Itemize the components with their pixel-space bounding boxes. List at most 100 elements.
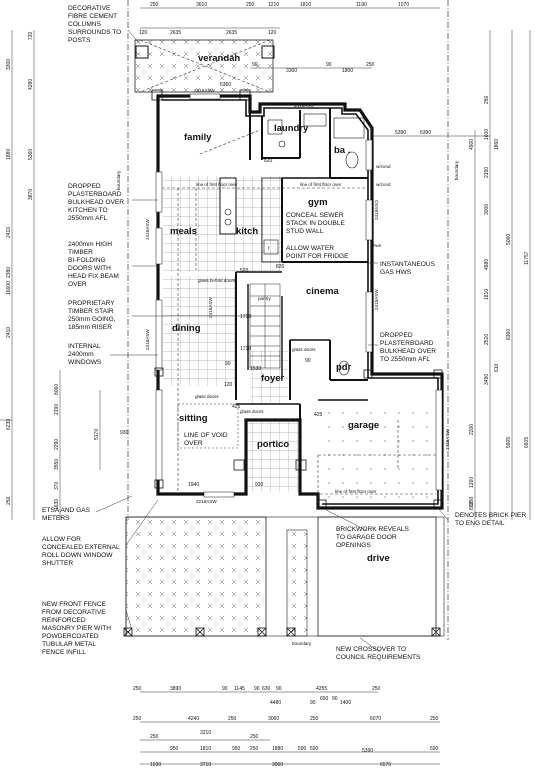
verandah-post bbox=[261, 45, 275, 59]
svg-text:250: 250 bbox=[150, 734, 159, 740]
svg-text:w/cond: w/cond bbox=[376, 164, 391, 169]
svg-text:2510: 2510 bbox=[484, 334, 490, 345]
svg-text:120: 120 bbox=[268, 30, 277, 36]
svg-text:1070: 1070 bbox=[398, 2, 409, 8]
svg-text:pantry: pantry bbox=[258, 296, 271, 301]
svg-text:370: 370 bbox=[54, 481, 60, 490]
note-windows: INTERNAL 2400mm WINDOWS bbox=[68, 343, 102, 366]
svg-text:line of first floor over: line of first floor over bbox=[335, 489, 377, 494]
dims-bottom: 250 3890 90 1145 90 630 90 4255 250 4480… bbox=[133, 686, 439, 768]
svg-text:hws: hws bbox=[373, 243, 382, 248]
svg-text:3890: 3890 bbox=[170, 686, 181, 692]
svg-text:2410: 2410 bbox=[6, 227, 12, 238]
svg-text:250: 250 bbox=[484, 95, 490, 104]
svg-text:90: 90 bbox=[252, 62, 258, 68]
svg-text:2410: 2410 bbox=[6, 327, 12, 338]
svg-text:1210: 1210 bbox=[268, 2, 279, 8]
svg-text:520: 520 bbox=[240, 268, 249, 274]
label-boundary-left: boundary bbox=[116, 170, 121, 190]
room-cinema: cinema bbox=[306, 286, 339, 297]
svg-text:90: 90 bbox=[222, 686, 228, 692]
garage-floor bbox=[320, 402, 436, 502]
svg-text:590: 590 bbox=[310, 746, 319, 752]
fence-piers bbox=[123, 627, 441, 637]
svg-text:1400: 1400 bbox=[340, 700, 351, 706]
note-reveals: BRICKWORK REVEALS TO GARAGE DOOR OPENING… bbox=[336, 526, 411, 549]
svg-text:250: 250 bbox=[372, 686, 381, 692]
kitchen-bench bbox=[261, 177, 283, 263]
note-brick-pier: DENOTES BRICK PIER TO ENG DETAIL bbox=[455, 512, 528, 527]
note-water: ALLOW WATER POINT FOR FRIDGE bbox=[286, 245, 349, 260]
svg-text:90: 90 bbox=[254, 686, 260, 692]
room-verandah: verandah bbox=[198, 53, 240, 64]
svg-text:5170: 5170 bbox=[94, 429, 100, 440]
svg-text:2418ASW: 2418ASW bbox=[445, 429, 450, 450]
svg-text:2418ASW: 2418ASW bbox=[194, 88, 215, 93]
windows bbox=[155, 93, 443, 498]
svg-text:2418ASO: 2418ASO bbox=[374, 200, 379, 220]
svg-text:glass doors: glass doors bbox=[240, 409, 264, 414]
svg-text:3300: 3300 bbox=[6, 59, 12, 70]
svg-text:1600: 1600 bbox=[484, 129, 490, 140]
note-columns: DECORATIVE FIBRE CEMENT COLUMNS SURROUND… bbox=[68, 5, 123, 44]
room-gym: gym bbox=[308, 197, 328, 208]
void-outline bbox=[177, 403, 239, 449]
notes-center: CONCEAL SEWER STACK IN DOUBLE STUD WALL … bbox=[184, 212, 349, 447]
foyer-tiles bbox=[250, 350, 288, 404]
svg-text:425: 425 bbox=[314, 412, 323, 418]
svg-text:f: f bbox=[268, 246, 270, 251]
svg-text:3000: 3000 bbox=[484, 204, 490, 215]
path-strip bbox=[286, 529, 308, 637]
note-etsa: ETSA AND GAS METERS bbox=[42, 507, 92, 522]
svg-text:3210: 3210 bbox=[200, 730, 211, 736]
svg-text:250: 250 bbox=[133, 686, 142, 692]
note-fence: NEW FRONT FENCE FROM DECORATIVE REINFORC… bbox=[42, 601, 113, 656]
svg-text:90: 90 bbox=[326, 62, 332, 68]
svg-text:1880: 1880 bbox=[6, 149, 12, 160]
svg-text:5390: 5390 bbox=[420, 130, 431, 136]
svg-text:3710: 3710 bbox=[200, 762, 211, 768]
svg-text:2218ASW: 2218ASW bbox=[196, 499, 217, 504]
notes-right: INSTANTANEOUS GAS HWS DROPPED PLASTERBOA… bbox=[336, 261, 528, 661]
svg-text:5905: 5905 bbox=[506, 437, 512, 448]
svg-text:90: 90 bbox=[305, 358, 311, 364]
svg-text:2150: 2150 bbox=[484, 167, 490, 178]
svg-text:4880: 4880 bbox=[484, 259, 490, 270]
svg-text:5060: 5060 bbox=[506, 234, 512, 245]
svg-text:2635: 2635 bbox=[226, 30, 237, 36]
room-laundry: laundry bbox=[274, 123, 309, 134]
svg-text:line of first floor over: line of first floor over bbox=[300, 182, 342, 187]
dims-right: 5390 4900 5060 8360 11757 5905 6605 2200… bbox=[395, 95, 530, 510]
note-bulkhead-garage: DROPPED PLASTERBOARD BULKHEAD OVER TO 25… bbox=[380, 332, 438, 363]
svg-text:3490: 3490 bbox=[484, 374, 490, 385]
svg-text:1630: 1630 bbox=[54, 499, 60, 510]
dimension-lines bbox=[0, 7, 531, 765]
svg-text:590: 590 bbox=[430, 746, 439, 752]
svg-text:4900: 4900 bbox=[469, 139, 475, 150]
svg-text:2418ASW: 2418ASW bbox=[374, 289, 379, 310]
svg-text:5360: 5360 bbox=[220, 82, 231, 88]
svg-text:1940: 1940 bbox=[188, 482, 199, 488]
svg-text:2418ASW: 2418ASW bbox=[145, 219, 150, 240]
svg-text:1810: 1810 bbox=[200, 746, 211, 752]
room-drive: drive bbox=[367, 553, 390, 564]
svg-text:1145: 1145 bbox=[234, 686, 245, 692]
label-boundary-bottom: boundary bbox=[292, 641, 312, 646]
small-labels: glass bi-fold doors glass doors glass do… bbox=[145, 88, 450, 504]
svg-text:1030: 1030 bbox=[150, 762, 161, 768]
svg-text:1860: 1860 bbox=[494, 139, 500, 150]
svg-text:1710: 1710 bbox=[240, 346, 251, 352]
svg-text:4280: 4280 bbox=[28, 79, 34, 90]
svg-text:2200: 2200 bbox=[469, 424, 475, 435]
svg-text:8060: 8060 bbox=[54, 384, 60, 395]
svg-text:3300: 3300 bbox=[286, 68, 297, 74]
svg-text:5390: 5390 bbox=[362, 748, 373, 754]
svg-text:90: 90 bbox=[225, 361, 231, 367]
staircase bbox=[249, 283, 281, 369]
svg-text:250: 250 bbox=[430, 716, 439, 722]
verandah-post bbox=[135, 45, 149, 59]
svg-text:630: 630 bbox=[262, 686, 271, 692]
svg-text:250: 250 bbox=[250, 734, 259, 740]
svg-text:2635: 2635 bbox=[170, 30, 181, 36]
leader-lines bbox=[95, 29, 449, 653]
